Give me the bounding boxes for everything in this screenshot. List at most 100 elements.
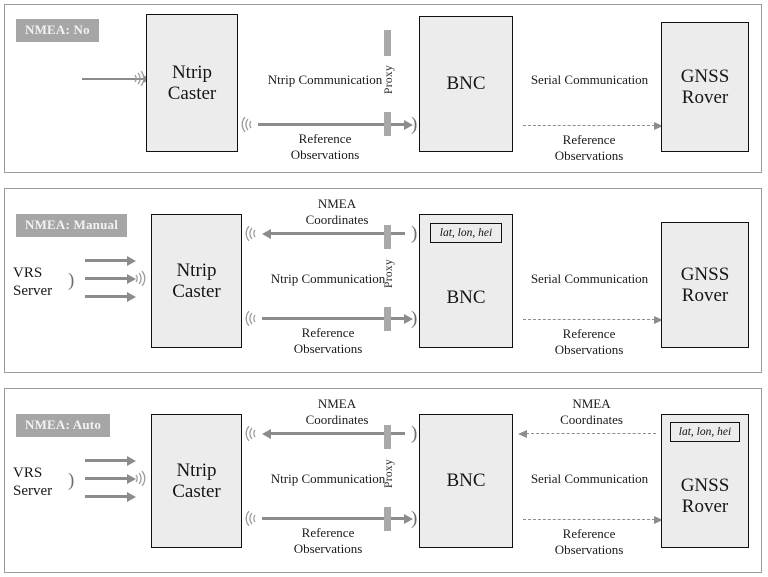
caption-serial-communication: Serial Communication xyxy=(530,471,649,486)
proxy-label: Proxy xyxy=(383,259,395,288)
antenna-arc-icon: ) xyxy=(411,223,418,244)
nmea-mode-tag: NMEA: Manual xyxy=(16,214,128,237)
bnc-label: BNC xyxy=(446,287,486,309)
caption-reference-line2: Observations xyxy=(554,148,624,164)
proxy-bar-top xyxy=(384,225,391,249)
caption-ntrip-communication: Ntrip Communication xyxy=(270,471,386,486)
vrs-server-label-line1: VRS xyxy=(13,465,43,481)
bnc-label: BNC xyxy=(446,470,486,492)
wifi-signal-icon xyxy=(244,224,258,243)
caption-nmea-line1: NMEA xyxy=(317,396,357,411)
reference-observations-arrow xyxy=(262,317,405,320)
caption-reference-line2: Observations xyxy=(293,541,363,557)
vrs-server-label-line2: Server xyxy=(13,482,53,499)
panel-nmea-manual: NMEA: Manual VRS Server ) Ntrip Caster )… xyxy=(4,188,762,373)
proxy-bar-top xyxy=(384,30,391,56)
wifi-signal-icon xyxy=(244,509,258,528)
reference-observations-dashed-arrow xyxy=(523,319,655,320)
vrs-stream-arrow-1 xyxy=(85,459,128,462)
caption-reference-line2: Observations xyxy=(554,342,624,358)
gnss-rover-label-line1: GNSS xyxy=(680,474,730,496)
caption-nmea-line2: Coordinates xyxy=(305,212,369,228)
node-ntrip-caster[interactable]: Ntrip Caster xyxy=(151,214,242,348)
node-ntrip-caster[interactable]: Ntrip Caster xyxy=(151,414,242,548)
caption-reference-line1: Reference xyxy=(562,132,616,147)
reference-observations-dashed-arrow xyxy=(523,125,655,126)
antenna-arc-icon: ) xyxy=(411,114,418,135)
caption-nmea-line2: Coordinates xyxy=(305,412,369,428)
caption-nmea-line1: NMEA xyxy=(572,396,611,411)
vrs-server-label-line2: Server xyxy=(13,282,53,299)
panel-nmea-auto: NMEA: Auto VRS Server ) Ntrip Caster ) N… xyxy=(4,388,762,573)
node-ntrip-caster[interactable]: Ntrip Caster xyxy=(146,14,238,152)
proxy-bar-top xyxy=(384,425,391,449)
panel-nmea-no: NMEA: No Ntrip Caster ) Ntrip Communicat… xyxy=(4,4,762,173)
wifi-signal-icon xyxy=(133,469,147,488)
caption-nmea-line2: Coordinates xyxy=(560,412,623,428)
gnss-rover-label-line1: GNSS xyxy=(680,263,730,285)
incoming-stream-arrow xyxy=(82,78,144,80)
node-gnss-rover[interactable]: GNSS Rover xyxy=(661,222,749,348)
ntrip-caster-label-line2: Caster xyxy=(172,281,221,302)
coordinate-chip: lat, lon, hei xyxy=(670,422,740,442)
nmea-mode-tag: NMEA: Auto xyxy=(16,414,111,437)
antenna-arc-icon: ) xyxy=(411,508,418,529)
proxy-bar-bottom xyxy=(384,307,391,331)
proxy-bar-bottom xyxy=(384,112,391,136)
caption-reference-line1: Reference xyxy=(301,325,355,340)
node-vrs-server[interactable]: VRS Server xyxy=(13,465,52,500)
vrs-stream-arrow-1 xyxy=(85,259,128,262)
antenna-arc-icon: ) xyxy=(68,270,75,291)
gnss-rover-label-line2: Rover xyxy=(681,87,729,108)
antenna-arc-icon: ) xyxy=(411,308,418,329)
bnc-label: BNC xyxy=(446,73,486,95)
caption-serial-communication: Serial Communication xyxy=(530,72,649,87)
vrs-server-label-line1: VRS xyxy=(13,265,43,281)
proxy-label: Proxy xyxy=(383,65,395,94)
node-bnc[interactable]: BNC xyxy=(419,16,513,152)
caption-reference-line2: Observations xyxy=(554,542,624,558)
wifi-signal-icon xyxy=(133,269,147,288)
ntrip-caster-label-line1: Ntrip xyxy=(176,459,217,481)
gnss-rover-label-line2: Rover xyxy=(681,496,729,517)
reference-observations-arrow xyxy=(262,517,405,520)
gnss-rover-label-line1: GNSS xyxy=(680,65,730,87)
reference-observations-dashed-arrow xyxy=(523,519,655,520)
caption-reference-line1: Reference xyxy=(562,526,616,541)
nmea-mode-tag: NMEA: No xyxy=(16,19,99,42)
proxy-bar-bottom xyxy=(384,507,391,531)
caption-serial-communication: Serial Communication xyxy=(530,271,649,286)
antenna-arc-icon: ) xyxy=(68,470,75,491)
node-bnc[interactable]: BNC xyxy=(419,414,513,548)
nmea-coordinates-dashed-arrow xyxy=(526,433,656,434)
nmea-coordinates-arrow xyxy=(270,432,405,435)
reference-observations-arrow xyxy=(258,123,405,126)
caption-nmea-line1: NMEA xyxy=(317,196,357,211)
coordinate-chip: lat, lon, hei xyxy=(430,223,502,243)
ntrip-caster-label-line1: Ntrip xyxy=(176,259,217,281)
vrs-stream-arrow-3 xyxy=(85,495,128,498)
wifi-signal-icon xyxy=(244,424,258,443)
vrs-stream-arrow-2 xyxy=(85,277,128,280)
caption-reference-line1: Reference xyxy=(301,525,355,540)
nmea-coordinates-arrow xyxy=(270,232,405,235)
antenna-arc-icon: ) xyxy=(411,423,418,444)
node-vrs-server[interactable]: VRS Server xyxy=(13,265,52,300)
caption-ntrip-communication: Ntrip Communication xyxy=(267,72,383,87)
proxy-label: Proxy xyxy=(383,459,395,488)
caption-reference-line2: Observations xyxy=(290,147,360,163)
node-gnss-rover[interactable]: GNSS Rover xyxy=(661,22,749,152)
wifi-signal-icon xyxy=(132,69,146,88)
ntrip-caster-label-line2: Caster xyxy=(167,83,217,104)
wifi-signal-icon xyxy=(244,309,258,328)
gnss-rover-label-line2: Rover xyxy=(681,285,729,306)
caption-ntrip-communication: Ntrip Communication xyxy=(270,271,386,286)
ntrip-caster-label-line2: Caster xyxy=(172,481,221,502)
wifi-signal-icon xyxy=(240,115,254,134)
vrs-stream-arrow-3 xyxy=(85,295,128,298)
caption-reference-line1: Reference xyxy=(298,131,352,146)
ntrip-caster-label-line1: Ntrip xyxy=(171,61,213,83)
vrs-stream-arrow-2 xyxy=(85,477,128,480)
caption-reference-line2: Observations xyxy=(293,341,363,357)
